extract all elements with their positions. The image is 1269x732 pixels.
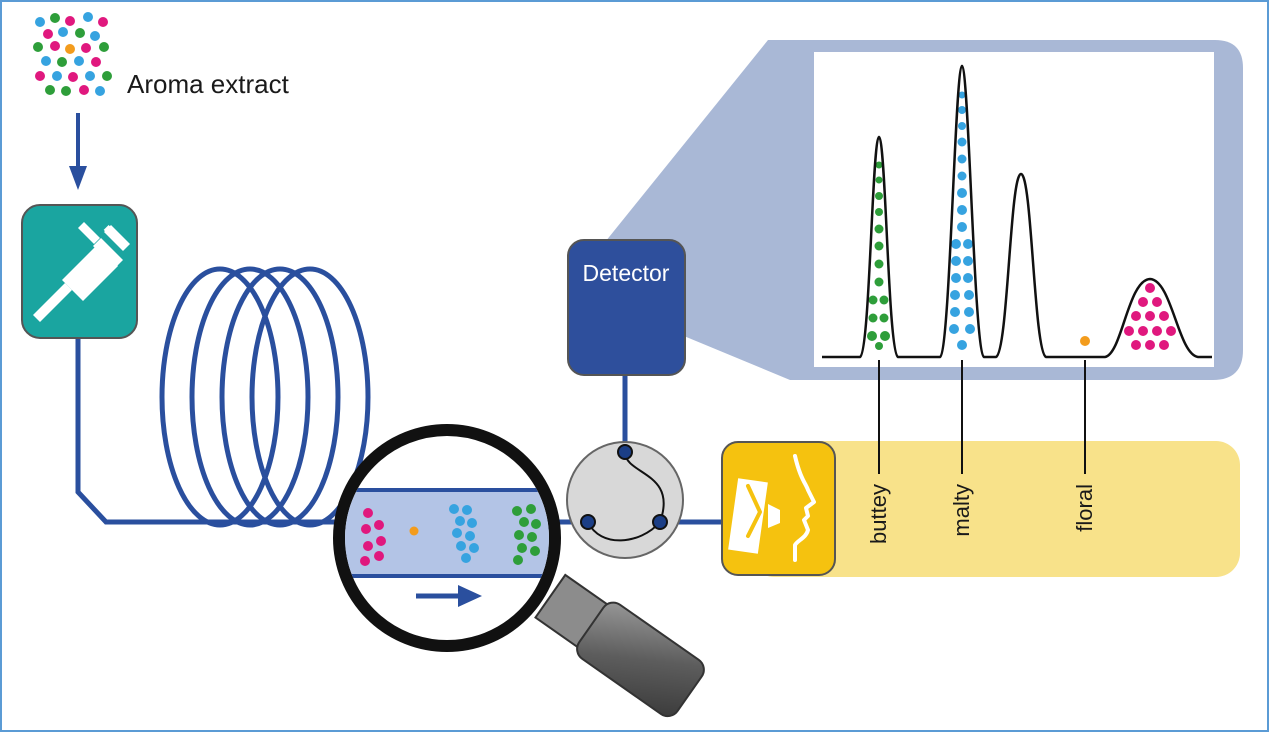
detector-label: Detector [583, 260, 670, 286]
sniff-band [750, 441, 1240, 577]
lens-blue-dots [449, 504, 479, 563]
valve-icon [566, 441, 684, 559]
magnifier-icon [333, 424, 705, 718]
aroma-extract-dots [33, 12, 112, 96]
lens-orange-dot [409, 526, 419, 536]
aroma-extract-label: Aroma extract [127, 69, 290, 99]
peak-buttey-dots [867, 161, 890, 350]
descriptor-lines [878, 360, 1086, 474]
peak-floral-orange-dot [1080, 336, 1090, 346]
descriptor-malty: malty [949, 484, 974, 537]
lens-green-dots [512, 504, 541, 565]
detector-box: Detector [567, 239, 686, 376]
injector-box [21, 204, 138, 339]
descriptor-floral: floral [1072, 484, 1097, 532]
column-coil [159, 266, 371, 528]
input-arrow-icon [69, 113, 87, 190]
peak-floral-pink-dots [1124, 283, 1176, 350]
chromatogram-trace [822, 64, 1212, 359]
flow-arrow-icon [416, 585, 482, 607]
injector-syringe-icon [33, 222, 130, 322]
peak-malty-dots [949, 91, 975, 350]
sniff-port-box [721, 441, 836, 576]
lens-pink-dots [360, 508, 386, 566]
sniff-port-icon [728, 454, 816, 562]
descriptor-buttey: buttey [866, 484, 891, 544]
